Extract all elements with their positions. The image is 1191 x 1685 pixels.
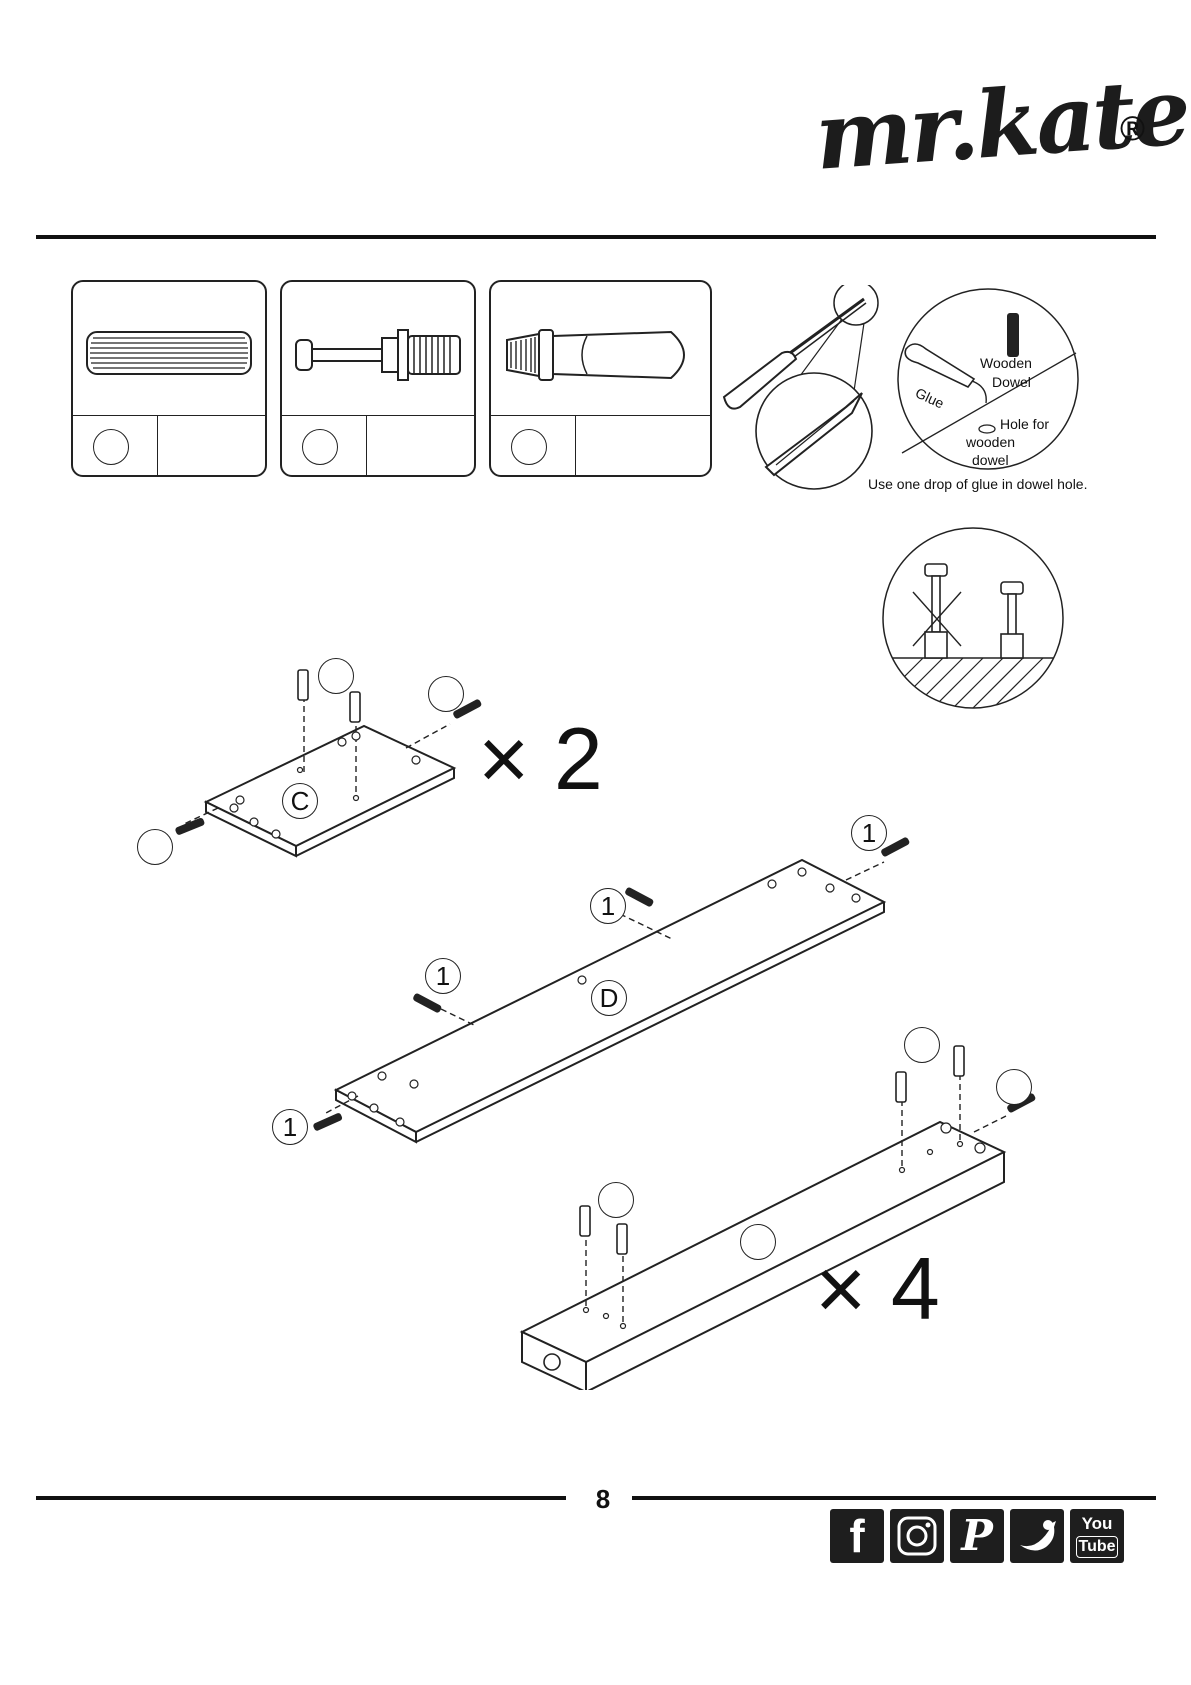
- bolt-orientation-icon: [877, 522, 1069, 714]
- wooden-dowel-label-2: Dowel: [992, 374, 1031, 390]
- footer-rule-right: [632, 1496, 1156, 1500]
- callout-circle: [904, 1027, 940, 1063]
- callout-circle: [428, 676, 464, 712]
- rail-illustration: [510, 1030, 1050, 1390]
- footer-rule-left: [36, 1496, 566, 1500]
- dowel-callout: 1: [272, 1109, 308, 1145]
- part-number-circle: [302, 429, 338, 465]
- hole-label-1: Hole for: [1000, 416, 1049, 432]
- hole-label-3: dowel: [972, 452, 1009, 468]
- instagram-icon[interactable]: [890, 1509, 944, 1563]
- dowel-callout: 1: [425, 958, 461, 994]
- multiplier-rail: × 4: [815, 1238, 940, 1340]
- dowel-callout: 1: [590, 888, 626, 924]
- callout-circle: [740, 1224, 776, 1260]
- multiplier-c: × 2: [478, 708, 603, 810]
- plug-icon: [491, 282, 710, 415]
- part-number-circle: [511, 429, 547, 465]
- pinterest-icon[interactable]: P: [950, 1509, 1004, 1563]
- youtube-icon[interactable]: You Tube: [1070, 1509, 1124, 1563]
- panel-c-label: C: [282, 783, 318, 819]
- part-card-plug: [489, 280, 712, 477]
- registered-mark: ®: [1120, 110, 1145, 149]
- youtube-label-bottom: Tube: [1076, 1536, 1118, 1558]
- glue-note: Use one drop of glue in dowel hole.: [868, 476, 1087, 492]
- part-card-cam-bolt: [280, 280, 476, 477]
- dowel-callout: 1: [851, 815, 887, 851]
- page-number: 8: [583, 1484, 623, 1515]
- wooden-dowel-label-1: Wooden: [980, 355, 1032, 371]
- card-divider: [73, 415, 265, 416]
- card-vline: [366, 415, 367, 475]
- card-vline: [575, 415, 576, 475]
- hole-label-2: wooden: [966, 434, 1015, 450]
- wooden-dowel-icon: [73, 282, 265, 415]
- callout-circle: [996, 1069, 1032, 1105]
- panel-d-label: D: [591, 980, 627, 1016]
- part-card-dowel: [71, 280, 267, 477]
- part-number-circle: [93, 429, 129, 465]
- callout-circle: [598, 1182, 634, 1218]
- header-rule: [36, 235, 1156, 239]
- callout-circle: [137, 829, 173, 865]
- brand-logo: mr.kate ®: [815, 70, 1155, 230]
- screwdriver-icon: [714, 285, 884, 495]
- youtube-label-top: You: [1070, 1514, 1124, 1534]
- card-divider: [282, 415, 474, 416]
- cam-bolt-icon: [282, 282, 474, 415]
- facebook-icon[interactable]: f: [830, 1509, 884, 1563]
- card-divider: [491, 415, 710, 416]
- twitter-icon[interactable]: [1010, 1509, 1064, 1563]
- callout-circle: [318, 658, 354, 694]
- card-vline: [157, 415, 158, 475]
